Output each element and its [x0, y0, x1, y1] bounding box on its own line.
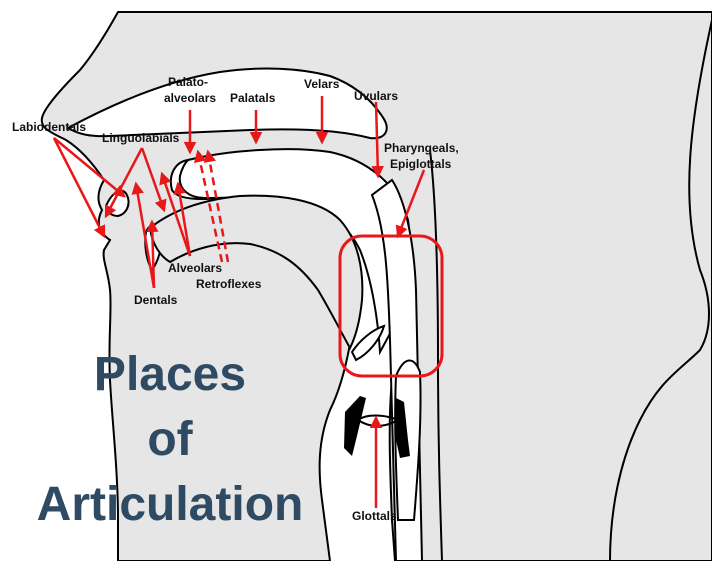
- title-line2: of: [147, 413, 193, 466]
- label-dentals: Dentals: [134, 293, 178, 307]
- label-palatals: Palatals: [230, 91, 276, 105]
- vocal-fold-left: [344, 396, 366, 456]
- label-palato-line2: alveolars: [164, 91, 216, 105]
- label-velars: Velars: [304, 77, 340, 91]
- label-linguolabials: Linguolabials: [102, 131, 180, 145]
- label-glottals: Glottals: [352, 509, 397, 523]
- label-pharyngeals-line2: Epiglottals: [390, 157, 452, 171]
- label-retroflexes: Retroflexes: [196, 277, 262, 291]
- title-line3: Articulation: [37, 478, 304, 531]
- label-labiodentals: Labiodentals: [12, 120, 86, 134]
- label-pharyngeals-line1: Pharyngeals,: [384, 141, 459, 155]
- label-alveolars: Alveolars: [168, 261, 222, 275]
- label-uvulars: Uvulars: [354, 89, 398, 103]
- title-line1: Places: [94, 348, 246, 401]
- label-palato-line1: Palato-: [168, 75, 208, 89]
